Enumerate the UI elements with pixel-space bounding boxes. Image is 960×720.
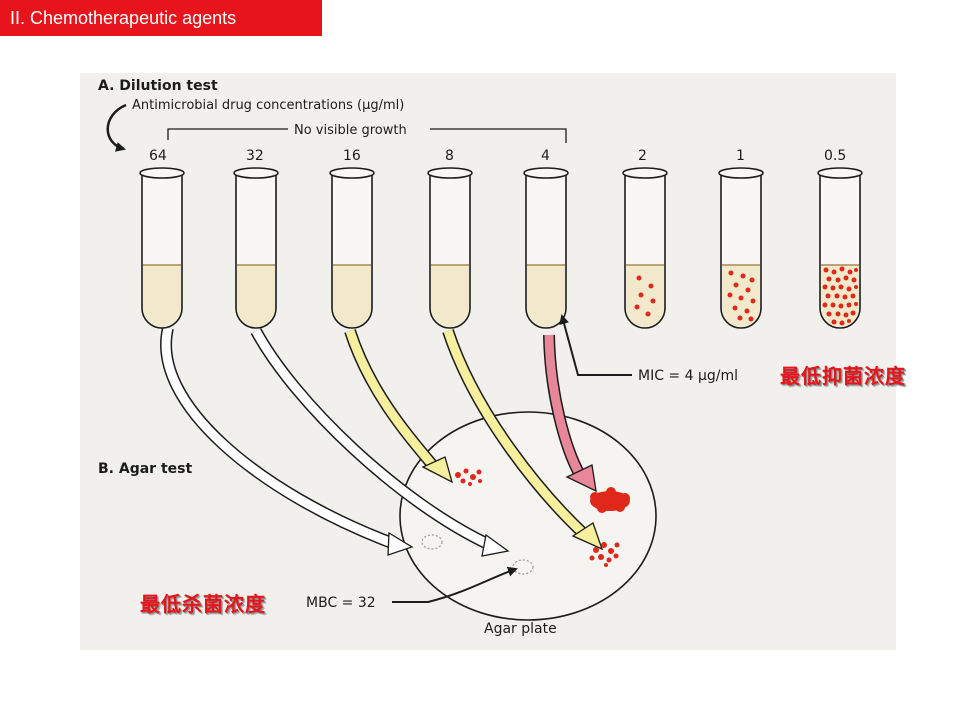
test-tube (523, 167, 569, 329)
test-tube (718, 167, 764, 329)
test-tube (817, 167, 863, 329)
slide-title: II. Chemotherapeutic agents (0, 0, 322, 36)
mbc-pointer-line (392, 566, 518, 603)
test-tube (427, 167, 473, 329)
test-tube (329, 167, 375, 329)
plate-colonies-8 (589, 542, 620, 567)
tube-bacteria-heavy (822, 266, 858, 326)
test-tube (233, 167, 279, 329)
tube-concentration-label: 32 (246, 148, 264, 164)
mic-chinese-annotation: 最低抑菌浓度 (780, 364, 906, 388)
tube-concentration-label: 8 (445, 148, 454, 164)
mic-pointer-line (559, 314, 632, 376)
tube-concentration-label: 0.5 (824, 148, 846, 164)
tube-concentration-label: 2 (638, 148, 647, 164)
agar-plate (399, 411, 657, 621)
plate-colony-mass-4 (590, 487, 630, 513)
test-tube (622, 167, 668, 329)
test-tubes (139, 167, 863, 329)
mbc-label: MBC = 32 (306, 595, 376, 611)
clear-zone-64 (421, 534, 443, 550)
tube-concentration-label: 16 (343, 148, 361, 164)
mbc-chinese-annotation: 最低杀菌浓度 (140, 592, 266, 616)
tube-concentration-label: 4 (541, 148, 550, 164)
concentration-label: Antimicrobial drug concentrations (μg/ml… (132, 98, 404, 113)
agar-plate-label: Agar plate (484, 621, 557, 637)
section-b-title: B. Agar test (98, 461, 192, 477)
figure-drawing: A. Dilution test Antimicrobial drug conc… (98, 78, 863, 637)
no-growth-bracket (167, 128, 567, 143)
mic-label: MIC = 4 μg/ml (638, 368, 738, 384)
tube-concentration-label: 1 (736, 148, 745, 164)
test-tube (139, 167, 185, 329)
dilution-agar-test-figure: A. Dilution test Antimicrobial drug conc… (80, 73, 896, 650)
tube-bacteria-moderate (727, 270, 756, 322)
plate-colonies-16 (455, 468, 482, 486)
no-growth-label: No visible growth (294, 123, 407, 138)
clear-zone-32 (512, 559, 534, 575)
tube-concentration-label: 64 (149, 148, 167, 164)
tube-bacteria-light (634, 275, 656, 317)
section-a-title: A. Dilution test (98, 78, 218, 94)
curved-pointer-arrow (106, 103, 127, 152)
